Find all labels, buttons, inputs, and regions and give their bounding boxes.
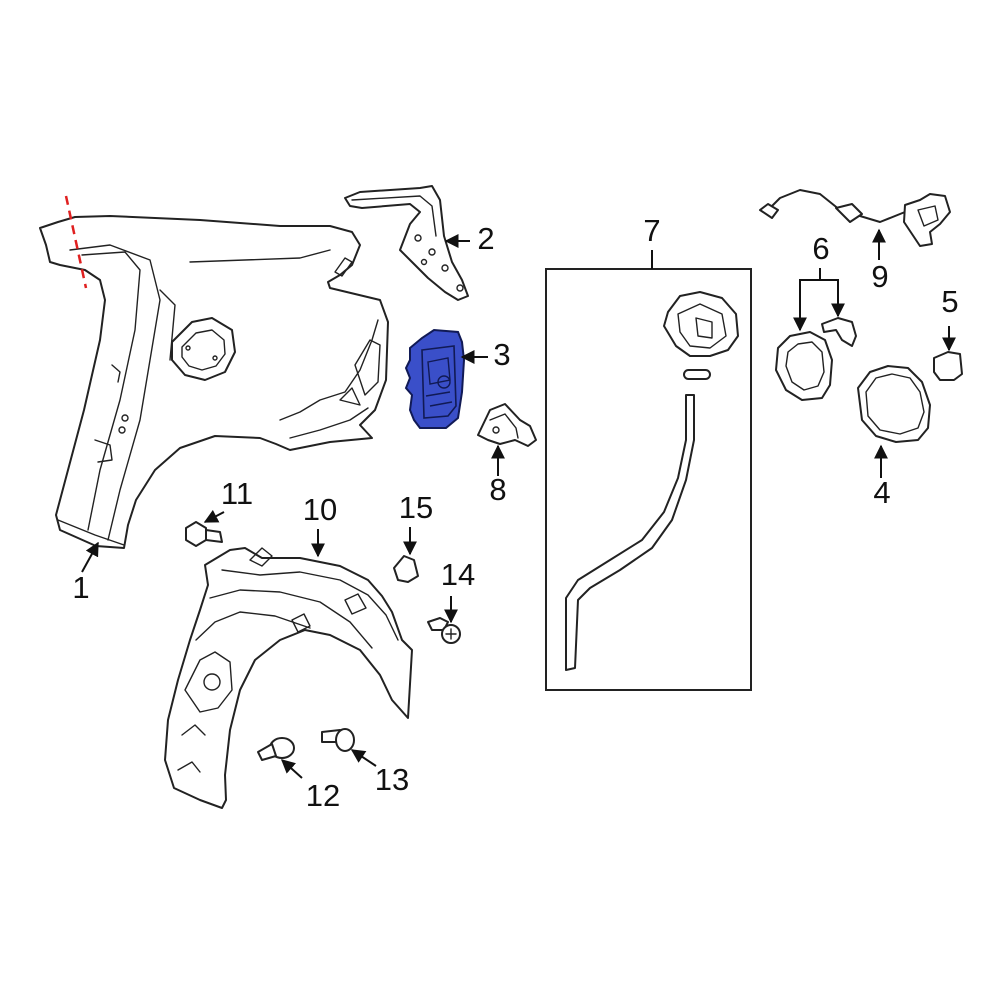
filler-neck-group-box xyxy=(545,268,752,691)
callout-14: 14 xyxy=(441,557,475,592)
quarter-panel[interactable] xyxy=(39,215,389,549)
bracket-part[interactable] xyxy=(344,185,469,301)
callout-12: 12 xyxy=(306,778,340,813)
callout-3: 3 xyxy=(493,337,510,372)
fuel-door-part[interactable] xyxy=(857,365,931,443)
callout-5: 5 xyxy=(941,284,958,319)
cut-line xyxy=(64,195,88,289)
callout-7: 7 xyxy=(643,213,660,248)
clip-nut-part[interactable] xyxy=(393,555,419,583)
callout-9: 9 xyxy=(871,259,888,294)
screw-part[interactable] xyxy=(427,617,461,644)
callout-15: 15 xyxy=(399,490,433,525)
filler-neck-part[interactable] xyxy=(565,291,739,671)
cap-part[interactable] xyxy=(933,351,963,381)
actuator-cable-part[interactable] xyxy=(759,189,951,247)
callout-8: 8 xyxy=(489,472,506,507)
callout-13: 13 xyxy=(375,762,409,797)
callout-1: 1 xyxy=(72,570,89,605)
callout-2: 2 xyxy=(477,221,494,256)
mount-bracket-part[interactable] xyxy=(477,403,537,447)
push-clip-part[interactable] xyxy=(257,737,295,761)
fir-tree-clip-part[interactable] xyxy=(321,728,355,752)
callout-6: 6 xyxy=(812,231,829,266)
callout-11: 11 xyxy=(221,476,253,511)
wheelhouse-liner-part[interactable] xyxy=(164,547,413,809)
leader-lines xyxy=(81,228,956,779)
fuel-door-seal-part[interactable] xyxy=(775,317,857,401)
fuel-door-housing-highlighted[interactable] xyxy=(404,328,466,429)
bolt-part[interactable] xyxy=(185,521,223,547)
callout-10: 10 xyxy=(303,492,337,527)
callout-4: 4 xyxy=(873,475,890,510)
